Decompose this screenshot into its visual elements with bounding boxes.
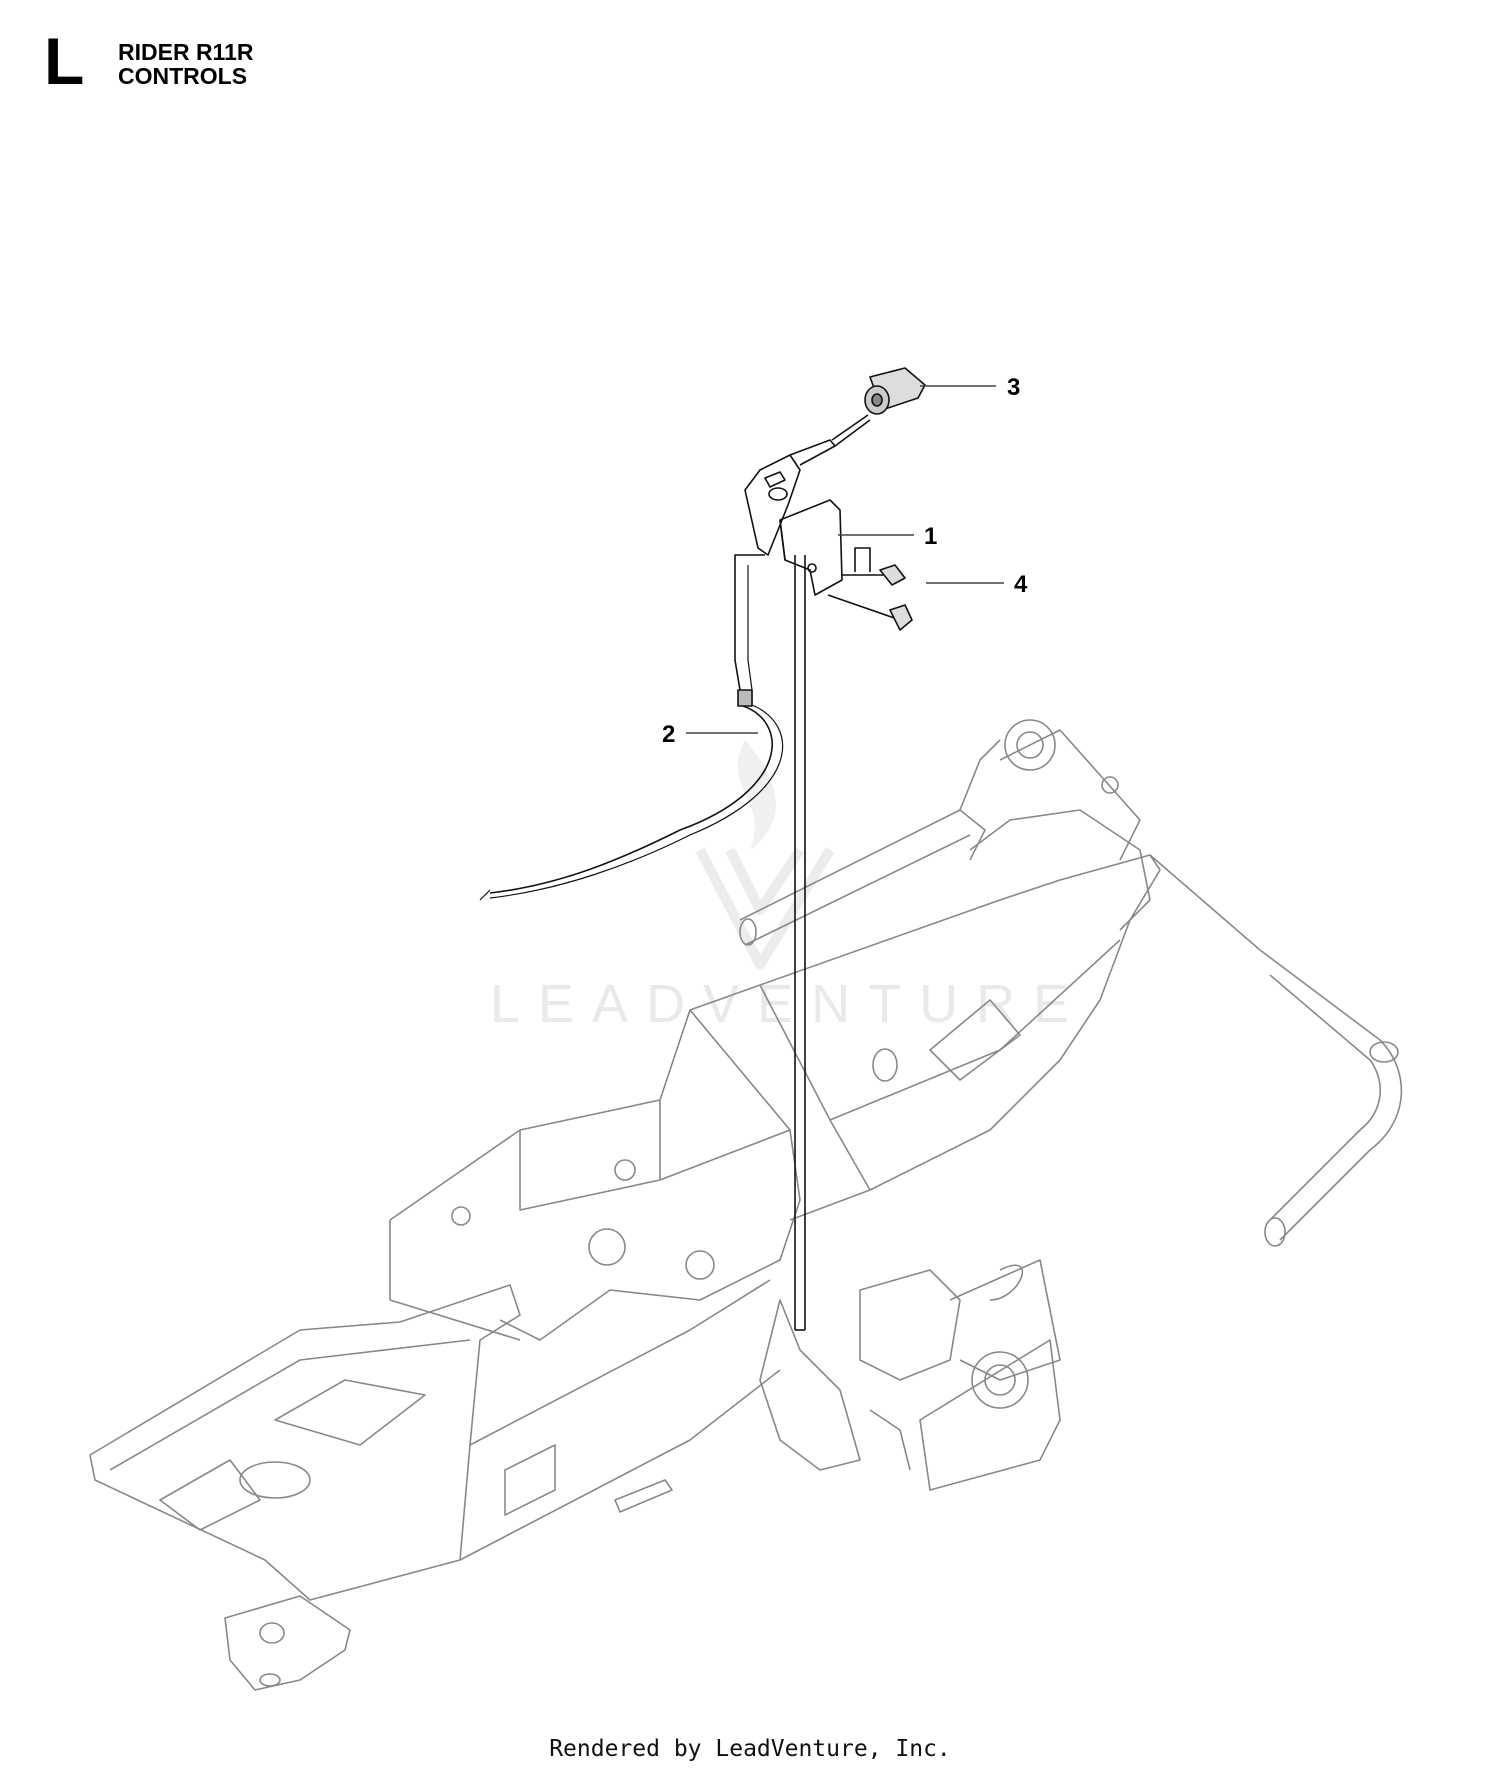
- callout-4: 4: [926, 571, 1028, 598]
- control-rod: [794, 555, 806, 1330]
- section-letter: L: [44, 24, 85, 98]
- model-name: RIDER R11R: [118, 39, 254, 65]
- callout-2: 2: [662, 721, 758, 748]
- section-name: CONTROLS: [118, 63, 248, 89]
- control-bracket: [779, 499, 843, 596]
- tractor-frame: [89, 719, 1403, 1691]
- callout-1: 1: [838, 523, 937, 550]
- watermark-text: LEADVENTURE: [490, 974, 1087, 1034]
- watermark-logo-icon: [695, 740, 835, 970]
- bolt-upper: [842, 564, 906, 586]
- footer-credit: Rendered by LeadVenture, Inc.: [549, 1736, 951, 1762]
- callout-number-2: 2: [662, 721, 675, 748]
- callout-number-4: 4: [1014, 571, 1028, 598]
- throttle-cable: [489, 554, 773, 894]
- callout-number-3: 3: [1007, 374, 1020, 401]
- callout-number-1: 1: [924, 523, 937, 550]
- bolt-lower: [827, 594, 913, 631]
- throttle-lever: [744, 454, 801, 556]
- callout-3: 3: [920, 374, 1020, 401]
- throttle-knob: [864, 367, 926, 415]
- watermark: LEADVENTURE: [490, 740, 1087, 1034]
- throttle-control-assembly: [479, 367, 926, 1331]
- diagram-header: RIDER R11R CONTROLS: [118, 40, 253, 88]
